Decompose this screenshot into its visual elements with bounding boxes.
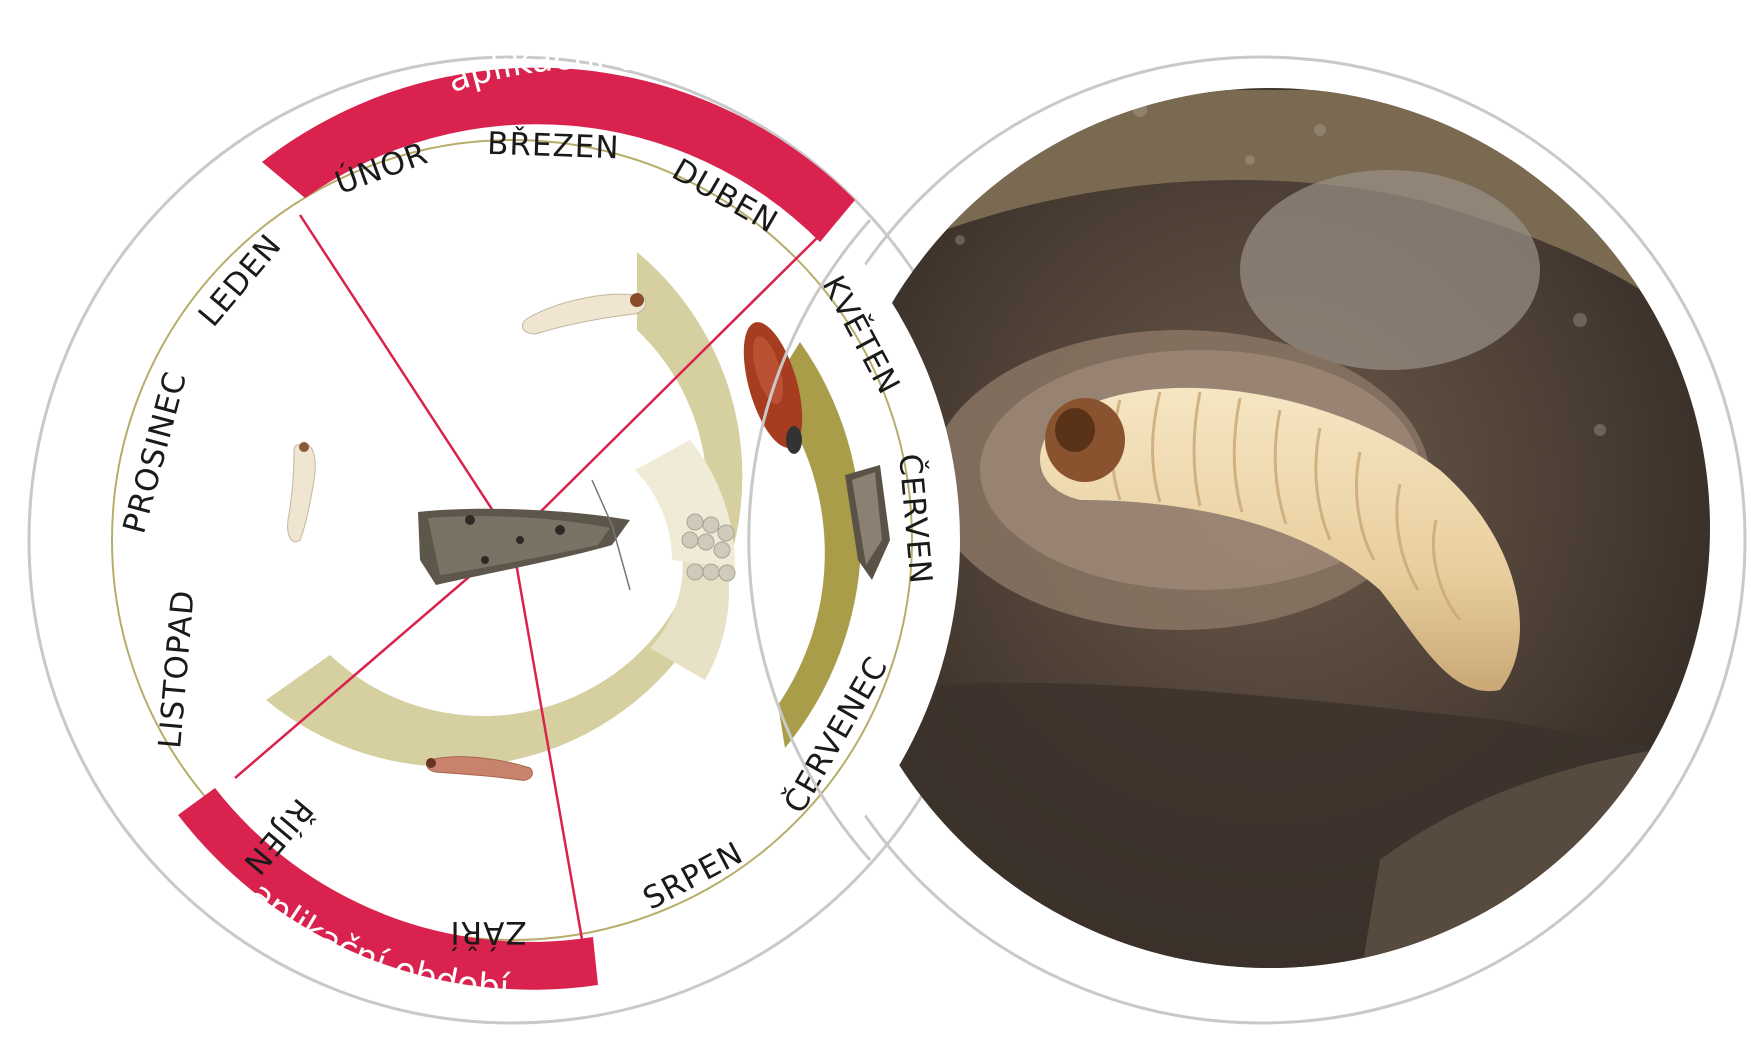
larva-in-cocoon-photo (830, 88, 1720, 980)
month-zari: ZÁŘÍ (449, 914, 526, 950)
month-brezen: BŘEZEN (487, 126, 621, 167)
